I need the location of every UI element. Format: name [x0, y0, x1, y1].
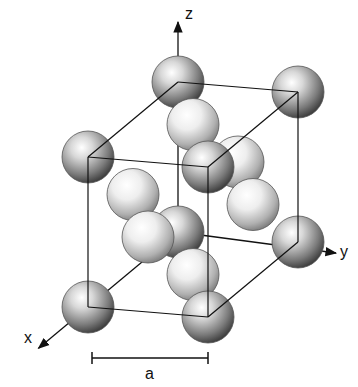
cube-edge	[208, 92, 298, 167]
dimension-bar	[91, 352, 93, 364]
atom-sphere	[122, 211, 174, 263]
dimension-bar	[207, 352, 209, 364]
dimension-bar	[92, 357, 208, 359]
cube-edge	[208, 242, 298, 317]
axis-label: z	[185, 6, 193, 22]
cube-edge	[88, 307, 208, 317]
dimension-label: a	[145, 366, 154, 382]
cube-edge	[87, 157, 88, 307]
cube-edge	[88, 82, 178, 157]
cube-edge	[88, 157, 208, 167]
cube-edge	[178, 82, 298, 92]
atom-sphere	[227, 179, 279, 231]
cube-edge	[297, 92, 298, 242]
cube-edge	[207, 167, 208, 317]
axis-label: x	[24, 330, 32, 346]
axis-label: y	[340, 244, 348, 260]
